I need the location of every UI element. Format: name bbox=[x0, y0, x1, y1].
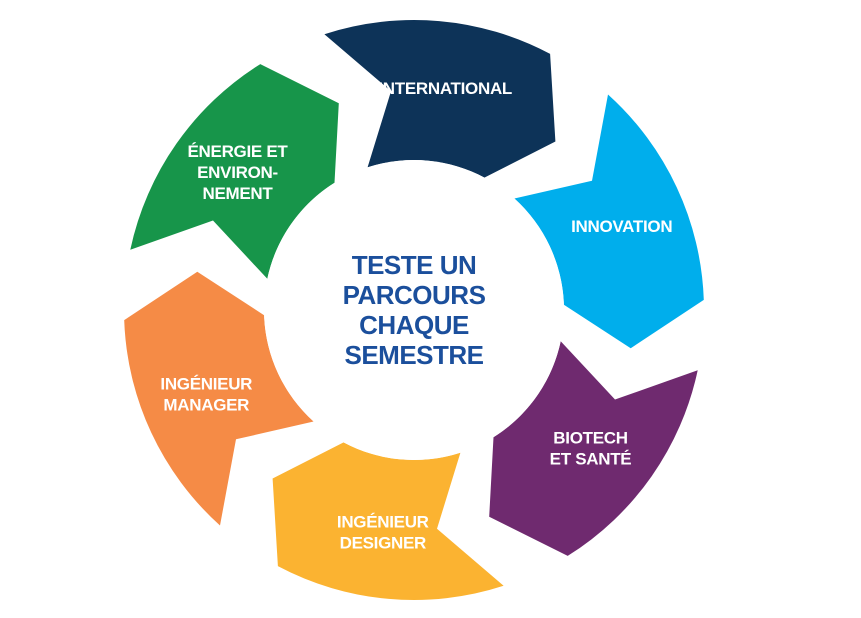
segment-biotech-sante bbox=[489, 341, 698, 556]
segment-label-ingenieur-manager: INGÉNIEUR MANAGER bbox=[160, 374, 252, 414]
segment-label-line: ÉNERGIE ET bbox=[188, 142, 289, 161]
center-text-line: TESTE UN bbox=[352, 250, 477, 280]
segment-label-international: INTERNATIONAL bbox=[378, 79, 512, 98]
segment-label-line: NEMENT bbox=[203, 184, 274, 203]
segment-ingenieur-designer bbox=[272, 442, 504, 601]
segment-label-line: DESIGNER bbox=[340, 533, 426, 552]
segment-international bbox=[324, 19, 556, 178]
segment-label-line: ET SANTÉ bbox=[550, 449, 632, 468]
segment-ingenieur-manager bbox=[124, 271, 314, 526]
segment-label-line: INGÉNIEUR bbox=[160, 374, 252, 393]
segment-label-energie-environnement: ÉNERGIE ET ENVIRON- NEMENT bbox=[188, 142, 289, 203]
segment-label-line: ENVIRON- bbox=[197, 163, 278, 182]
center-text-line: SEMESTRE bbox=[344, 340, 483, 370]
segment-label-line: BIOTECH bbox=[553, 428, 627, 447]
segment-energie-environnement bbox=[130, 64, 339, 279]
segment-label-line: MANAGER bbox=[163, 395, 249, 414]
segment-label-line: INTERNATIONAL bbox=[378, 79, 512, 98]
segment-label-innovation: INNOVATION bbox=[571, 217, 672, 236]
segment-innovation bbox=[514, 94, 704, 349]
segments-layer: INTERNATIONAL INNOVATION BIOTECH ET SANTÉ IN… bbox=[124, 19, 704, 601]
segment-label-ingenieur-designer: INGÉNIEUR DESIGNER bbox=[337, 512, 429, 552]
center-text-line: CHAQUE bbox=[359, 310, 469, 340]
center-text-line: PARCOURS bbox=[343, 280, 486, 310]
center-circle bbox=[264, 160, 564, 460]
segment-label-line: INNOVATION bbox=[571, 217, 672, 236]
segment-label-biotech-sante: BIOTECH ET SANTÉ bbox=[550, 428, 632, 468]
segment-label-line: INGÉNIEUR bbox=[337, 512, 429, 531]
